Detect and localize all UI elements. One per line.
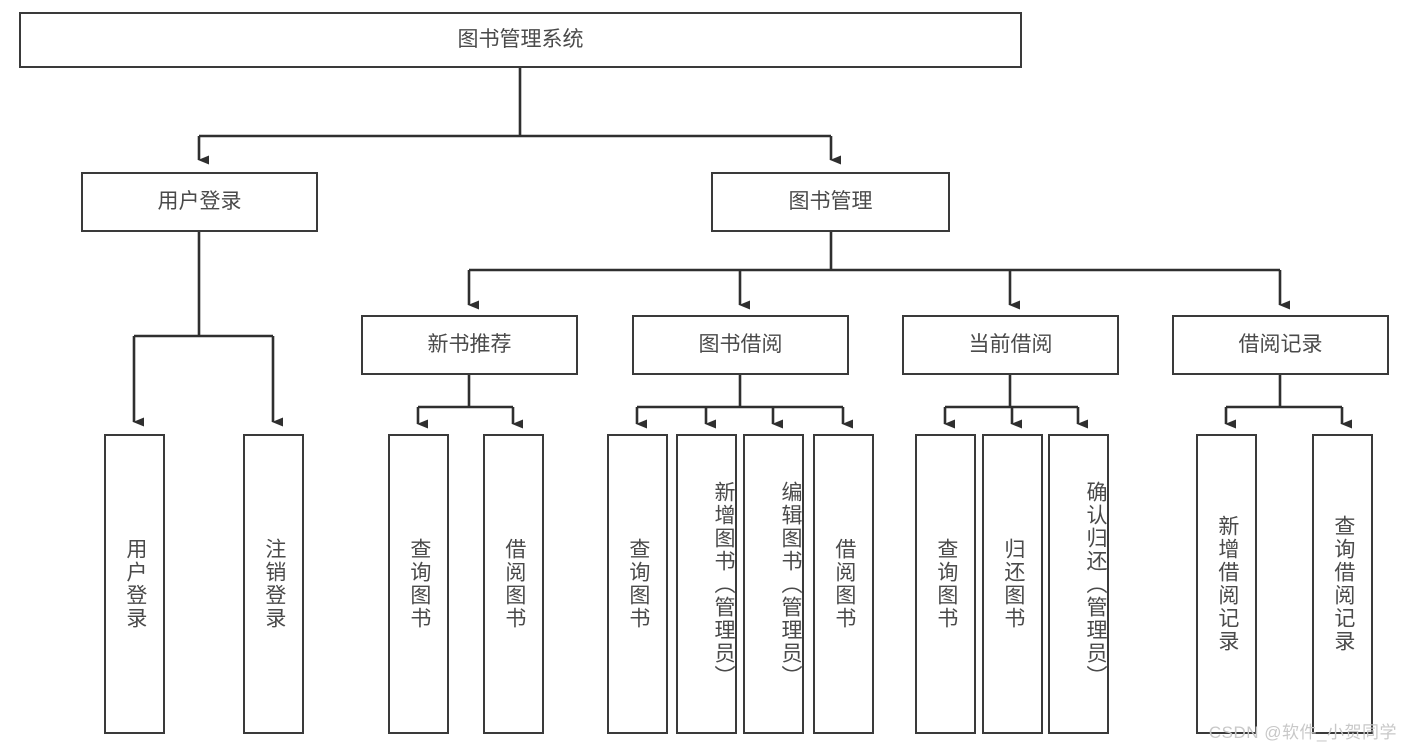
node-label: 用户登录 <box>157 189 242 213</box>
watermark-text: CSDN @软件_小贺同学 <box>1208 723 1397 742</box>
leaf-book-borrow-query[interactable]: 查询图书 <box>607 434 668 734</box>
node-label: 查询图书 <box>934 538 958 630</box>
leaf-new-book-borrow[interactable]: 借阅图书 <box>483 434 544 734</box>
node-label: 归还图书 <box>1001 538 1025 630</box>
leaf-new-book-query[interactable]: 查询图书 <box>388 434 449 734</box>
node-label: 新增借阅记录 <box>1215 515 1239 653</box>
leaf-current-borrow-query[interactable]: 查询图书 <box>915 434 976 734</box>
node-borrow-record[interactable]: 借阅记录 <box>1172 315 1389 375</box>
node-label: 查询图书 <box>407 538 431 630</box>
node-label: 用户登录 <box>123 538 147 630</box>
leaf-book-borrow-borrow[interactable]: 借阅图书 <box>813 434 874 734</box>
leaf-user-login-logout[interactable]: 注销登录 <box>243 434 304 734</box>
leaf-borrow-record-query[interactable]: 查询借阅记录 <box>1312 434 1373 734</box>
node-label: 图书管理系统 <box>457 27 584 51</box>
node-label: 确认归还（管理员） <box>1084 480 1107 688</box>
node-label: 借阅图书 <box>832 538 856 630</box>
node-label: 查询借阅记录 <box>1331 515 1355 653</box>
node-label: 新书推荐 <box>427 332 512 356</box>
node-user-login[interactable]: 用户登录 <box>81 172 318 232</box>
node-label: 注销登录 <box>262 538 286 630</box>
node-label: 新增图书（管理员） <box>712 480 735 688</box>
node-label: 当前借阅 <box>968 332 1053 356</box>
node-root-system[interactable]: 图书管理系统 <box>19 12 1022 68</box>
node-label: 图书管理 <box>788 189 873 213</box>
leaf-book-borrow-edit[interactable]: 编辑图书（管理员） <box>743 434 804 734</box>
leaf-book-borrow-add[interactable]: 新增图书（管理员） <box>676 434 737 734</box>
node-label: 图书借阅 <box>698 332 783 356</box>
leaf-current-borrow-return[interactable]: 归还图书 <box>982 434 1043 734</box>
node-label: 查询图书 <box>626 538 650 630</box>
node-label: 编辑图书（管理员） <box>779 480 802 688</box>
leaf-borrow-record-add[interactable]: 新增借阅记录 <box>1196 434 1257 734</box>
node-current-borrow[interactable]: 当前借阅 <box>902 315 1119 375</box>
leaf-current-borrow-confirm-return[interactable]: 确认归还（管理员） <box>1048 434 1109 734</box>
node-new-book-recommend[interactable]: 新书推荐 <box>361 315 578 375</box>
node-book-management[interactable]: 图书管理 <box>711 172 950 232</box>
node-book-borrow[interactable]: 图书借阅 <box>632 315 849 375</box>
node-label: 借阅记录 <box>1238 332 1323 356</box>
node-label: 借阅图书 <box>502 538 526 630</box>
leaf-user-login-login[interactable]: 用户登录 <box>104 434 165 734</box>
